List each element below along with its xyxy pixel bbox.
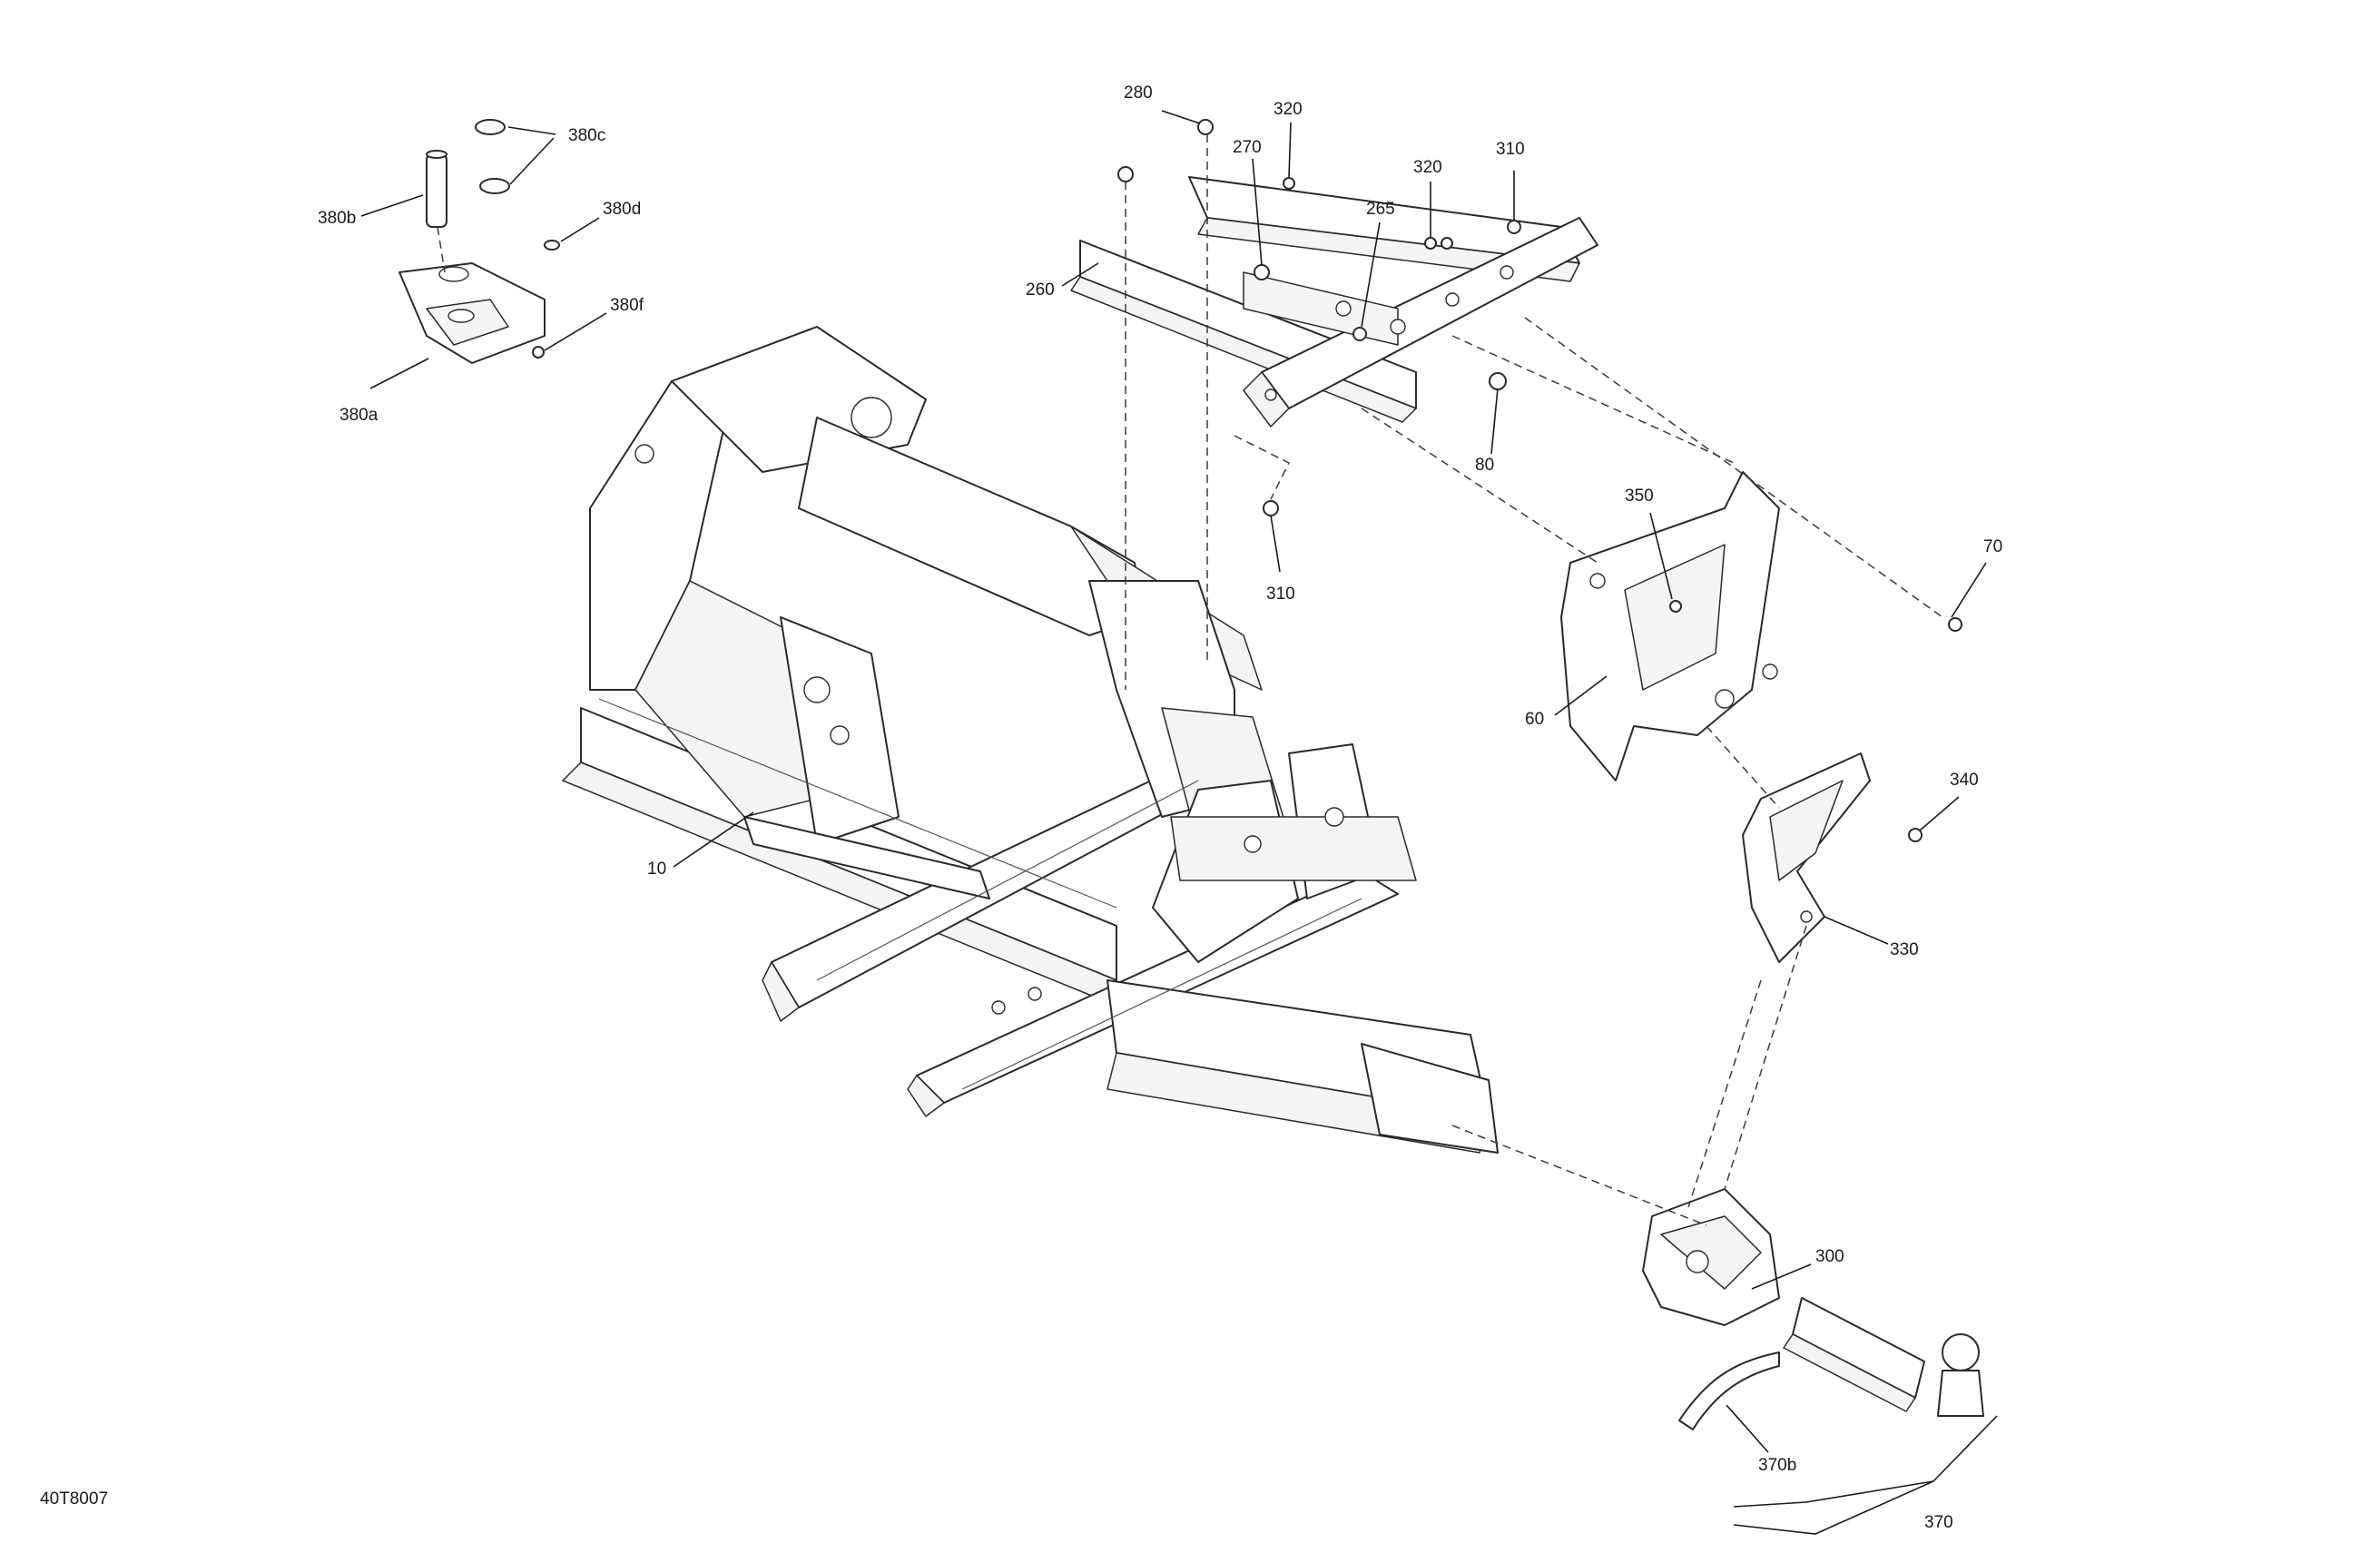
leader-265: [1361, 221, 1381, 328]
main-frame: [562, 326, 1499, 1154]
leader-380c-2: [509, 137, 555, 185]
callout-260: 260: [1026, 280, 1055, 300]
callout-380b: 380b: [318, 209, 356, 228]
nut-80: [1489, 372, 1507, 390]
drawing-number: 40T8007: [40, 1489, 108, 1509]
leader-320-left: [1288, 122, 1292, 178]
nut-350: [1669, 600, 1682, 613]
callout-280: 280: [1124, 84, 1153, 103]
rear-cross-member: [1070, 176, 1598, 428]
leader-270: [1252, 158, 1263, 266]
callout-270: 270: [1233, 138, 1262, 157]
callout-380f: 380f: [610, 296, 644, 315]
nut-270: [1254, 264, 1270, 280]
bolt-310-low: [1263, 500, 1279, 516]
hitch-bracket: [1642, 1188, 1780, 1326]
bracket-60: [1560, 471, 1780, 781]
callout-labels: 10 60 70 80 260 265 270 280 300 310 310 …: [40, 84, 2002, 1532]
leader-70: [1951, 562, 1987, 618]
bracket-330: [1742, 752, 1871, 963]
leader-310-low: [1270, 515, 1281, 573]
leader-380b: [360, 194, 424, 217]
leader-80: [1490, 388, 1499, 455]
callout-320-right: 320: [1413, 158, 1442, 177]
callout-320-left: 320: [1274, 100, 1303, 119]
nut-280a: [1117, 166, 1134, 182]
nut-320b: [1424, 237, 1437, 250]
hinge-380: [398, 119, 560, 364]
leader-370-bracket: [1733, 1415, 1998, 1535]
callout-310-top: 310: [1496, 140, 1525, 159]
callout-80: 80: [1475, 456, 1494, 475]
leader-340: [1919, 796, 1960, 831]
nut-280b: [1197, 119, 1214, 135]
bolt-70: [1948, 617, 1962, 632]
hitch-receiver: [1678, 1297, 1984, 1430]
fasteners: [1117, 119, 1962, 842]
callout-60: 60: [1525, 710, 1544, 729]
callout-370b: 370b: [1758, 1456, 1796, 1475]
callout-10: 10: [647, 860, 666, 879]
leader-lines: [360, 110, 1998, 1535]
nut-265: [1352, 327, 1367, 341]
leader-330: [1824, 916, 1889, 945]
leader-350: [1649, 512, 1673, 600]
callout-370: 370: [1924, 1513, 1953, 1532]
leader-260: [1061, 262, 1099, 287]
leader-60: [1554, 675, 1608, 716]
callout-330: 330: [1890, 940, 1919, 959]
callout-380d: 380d: [603, 200, 641, 219]
callout-340: 340: [1950, 771, 1979, 790]
leader-370: [1733, 1480, 1934, 1508]
callout-310-low: 310: [1266, 585, 1295, 604]
callout-265: 265: [1366, 200, 1395, 219]
nut-320c: [1441, 237, 1453, 250]
leader-280: [1161, 110, 1201, 124]
bolt-310-top: [1507, 220, 1521, 234]
callout-70: 70: [1983, 537, 2002, 556]
leader-370b: [1726, 1404, 1769, 1453]
leader-380c: [507, 126, 556, 135]
leader-380f: [544, 312, 607, 351]
leader-380d: [560, 217, 600, 242]
leader-10: [673, 811, 754, 868]
callout-350: 350: [1625, 486, 1654, 506]
leader-380a: [369, 358, 429, 389]
bolt-340: [1908, 828, 1923, 842]
nut-320a: [1283, 177, 1295, 190]
assembly-lines: [437, 134, 1943, 1226]
callout-300: 300: [1815, 1247, 1844, 1266]
callout-380a: 380a: [339, 406, 379, 425]
leader-300: [1751, 1263, 1812, 1290]
callout-380c: 380c: [568, 126, 605, 145]
